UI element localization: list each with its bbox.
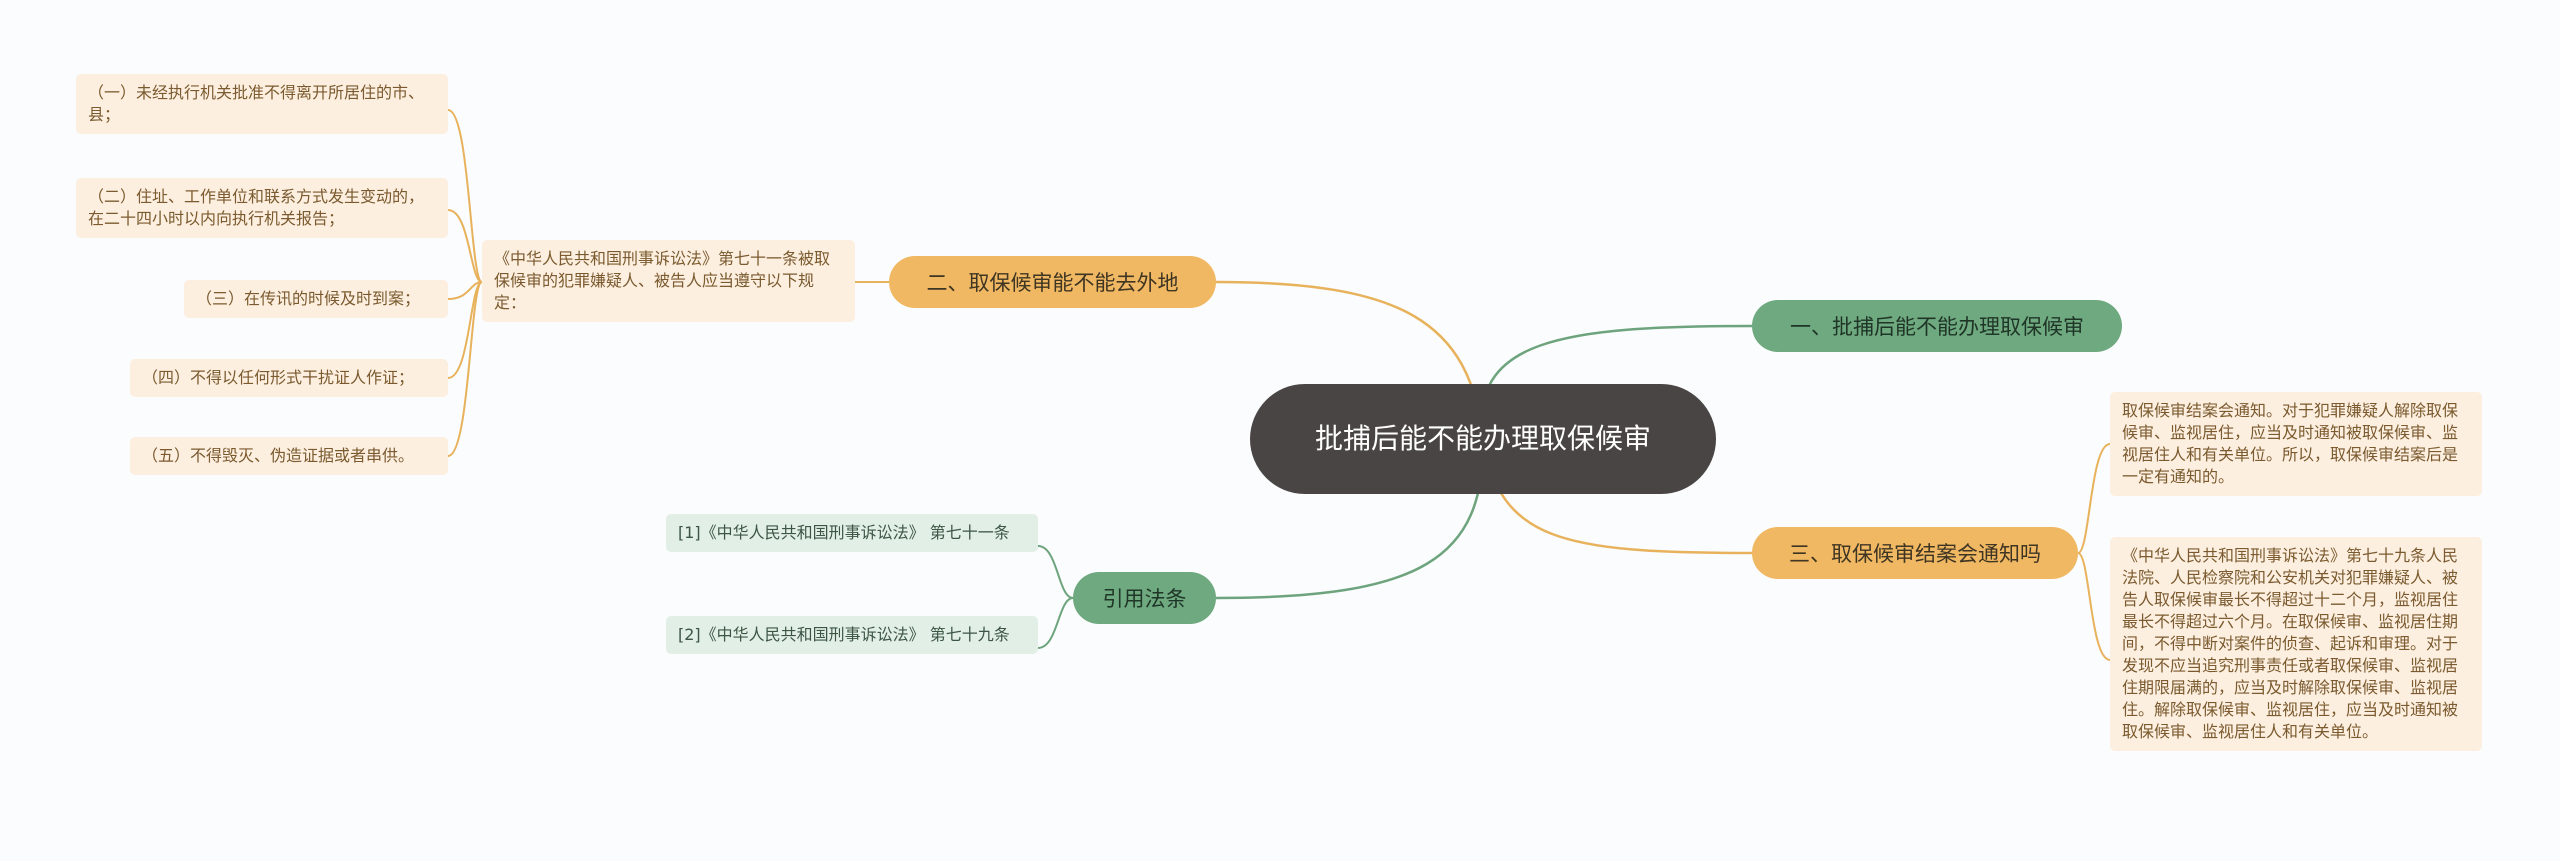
leaf-text: （二）住址、工作单位和联系方式发生变动的，在二十四小时以内向执行机关报告； <box>88 187 425 228</box>
b4-item-node-2[interactable]: [2]《中华人民共和国刑事诉讼法》 第七十九条 <box>666 616 1038 654</box>
branch-label: 引用法条 <box>1102 587 1187 611</box>
b3-item-node-1[interactable]: 取保候审结案会通知。对于犯罪嫌疑人解除取保候审、监视居住，应当及时通知被取保候审… <box>2110 392 2482 496</box>
branch-node-b2[interactable]: 二、取保候审能不能去外地 <box>889 256 1216 308</box>
branch-label: 一、批捕后能不能办理取保候审 <box>1790 315 2084 339</box>
b2-item-node-1[interactable]: （一）未经执行机关批准不得离开所居住的市、县； <box>76 74 448 134</box>
leaf-text: 《中华人民共和国刑事诉讼法》第七十一条被取保候审的犯罪嫌疑人、被告人应当遵守以下… <box>494 249 831 312</box>
b2-item-node-3[interactable]: （三）在传讯的时候及时到案； <box>184 280 448 318</box>
branch-node-b1[interactable]: 一、批捕后能不能办理取保候审 <box>1752 300 2122 352</box>
branch-node-b3[interactable]: 三、取保候审结案会通知吗 <box>1752 527 2078 579</box>
link-b4-item1 <box>1037 545 1074 599</box>
leaf-text: 取保候审结案会通知。对于犯罪嫌疑人解除取保候审、监视居住，应当及时通知被取保候审… <box>2122 401 2459 486</box>
b2-item-node-4[interactable]: （四）不得以任何形式干扰证人作证； <box>130 359 448 397</box>
branch-node-b4[interactable]: 引用法条 <box>1073 572 1216 624</box>
leaf-text: （五）不得毁灭、伪造证据或者串供。 <box>142 446 415 465</box>
b3-item-node-2[interactable]: 《中华人民共和国刑事诉讼法》第七十九条人民法院、人民检察院和公安机关对犯罪嫌疑人… <box>2110 537 2482 751</box>
root-title: 批捕后能不能办理取保候审 <box>1314 422 1651 455</box>
link-intro-item1 <box>447 109 483 283</box>
leaf-text: [2]《中华人民共和国刑事诉讼法》 第七十九条 <box>678 625 1010 644</box>
b2-item-node-2[interactable]: （二）住址、工作单位和联系方式发生变动的，在二十四小时以内向执行机关报告； <box>76 178 448 238</box>
root-node[interactable]: 批捕后能不能办理取保候审 <box>1250 384 1716 494</box>
branch-label: 三、取保候审结案会通知吗 <box>1789 542 2041 566</box>
leaf-text: [1]《中华人民共和国刑事诉讼法》 第七十一条 <box>678 523 1010 542</box>
link-intro-item2 <box>447 209 483 283</box>
leaf-text: 《中华人民共和国刑事诉讼法》第七十九条人民法院、人民检察院和公安机关对犯罪嫌疑人… <box>2122 546 2459 741</box>
link-b3-item1 <box>2077 443 2111 554</box>
b2-item-node-5[interactable]: （五）不得毁灭、伪造证据或者串供。 <box>130 437 448 475</box>
leaf-text: （四）不得以任何形式干扰证人作证； <box>142 368 415 387</box>
link-b4-item2 <box>1037 597 1074 649</box>
leaf-text: （一）未经执行机关批准不得离开所居住的市、县； <box>88 83 425 124</box>
b4-item-node-1[interactable]: [1]《中华人民共和国刑事诉讼法》 第七十一条 <box>666 514 1038 552</box>
branch-label: 二、取保候审能不能去外地 <box>926 271 1179 295</box>
b2-intro-node[interactable]: 《中华人民共和国刑事诉讼法》第七十一条被取保候审的犯罪嫌疑人、被告人应当遵守以下… <box>482 240 855 322</box>
leaf-text: （三）在传讯的时候及时到案； <box>196 289 421 308</box>
link-b3-item2 <box>2077 552 2111 661</box>
link-intro-item5 <box>447 281 483 457</box>
